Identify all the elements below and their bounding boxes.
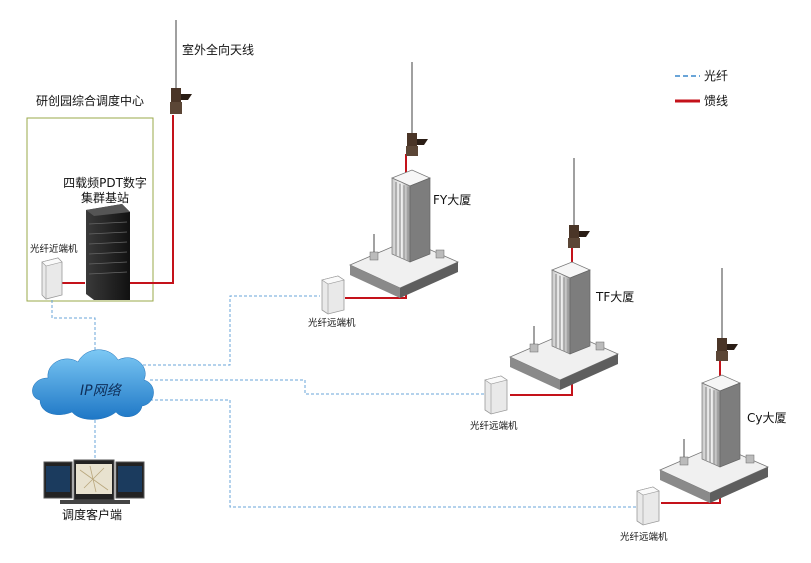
ip-cloud bbox=[32, 349, 154, 420]
legend-feeder-label: 馈线 bbox=[704, 94, 729, 108]
antenna-label: 室外全向天线 bbox=[182, 43, 255, 57]
fiber-cloud-to-fy bbox=[128, 295, 320, 366]
near-end-label: 光纤近端机 bbox=[30, 244, 78, 255]
dispatch-client-monitors bbox=[43, 459, 145, 504]
building-tf-label: TF大厦 bbox=[596, 290, 635, 304]
building-tf-antenna bbox=[568, 158, 590, 248]
legend-fiber-label: 光纤 bbox=[704, 69, 729, 83]
building-fy-antenna bbox=[406, 62, 428, 156]
building-cy-remote-label: 光纤远端机 bbox=[620, 532, 668, 543]
building-tf-remote-unit bbox=[484, 375, 508, 415]
feeder-center bbox=[128, 115, 174, 284]
building-fy bbox=[349, 169, 459, 298]
building-cy-label: Cy大厦 bbox=[747, 411, 787, 425]
near-end-unit bbox=[41, 257, 63, 300]
fiber-links bbox=[51, 295, 636, 508]
feeder-links bbox=[58, 115, 721, 504]
building-fy-remote-label: 光纤远端机 bbox=[308, 318, 356, 329]
building-tf-remote-label: 光纤远端机 bbox=[470, 421, 518, 432]
center-antenna bbox=[170, 20, 192, 114]
building-fy-label: FY大厦 bbox=[433, 193, 472, 207]
fiber-near-to-cloud bbox=[51, 300, 96, 350]
building-fy-remote-unit bbox=[321, 275, 345, 315]
fiber-cloud-to-cy bbox=[150, 399, 636, 508]
base-station-rack bbox=[86, 204, 130, 300]
building-cy bbox=[659, 374, 769, 503]
client-label: 调度客户端 bbox=[62, 508, 123, 522]
building-tf bbox=[509, 261, 619, 390]
base-station-label-line1: 四载频PDT数字 bbox=[63, 176, 147, 190]
building-cy-antenna bbox=[716, 268, 738, 361]
cloud-label: IP网络 bbox=[80, 383, 121, 399]
control-center-title: 研创园综合调度中心 bbox=[36, 94, 145, 108]
base-station-label-line2: 集群基站 bbox=[80, 191, 129, 205]
building-cy-remote-unit bbox=[636, 486, 660, 526]
fiber-cloud-to-tf bbox=[150, 379, 484, 395]
